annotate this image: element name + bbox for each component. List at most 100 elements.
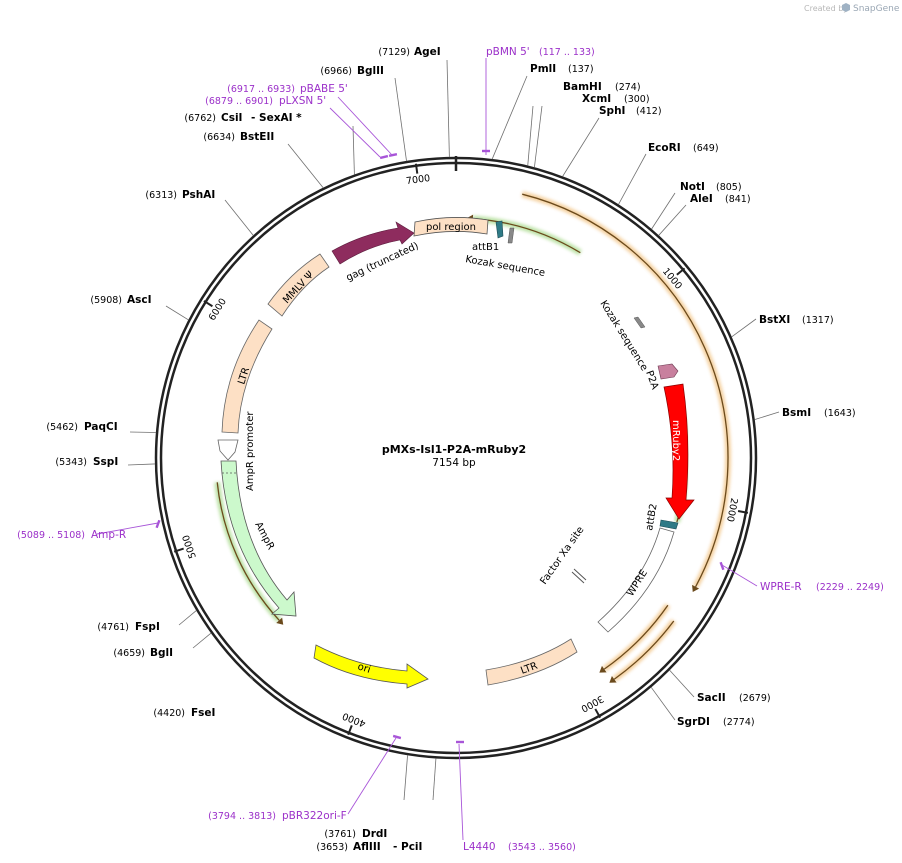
mruby2-label: mRuby2 [670, 420, 681, 461]
primer-plxsn5[interactable]: (6879 .. 6901)pLXSN 5' [205, 95, 326, 107]
primer-mark [379, 154, 389, 160]
svg-text:(805): (805) [716, 182, 742, 193]
feature-attb1: attB1 [472, 220, 504, 253]
site-pmli[interactable]: PmlI(137) [530, 63, 594, 75]
site-bstxi[interactable]: BstXI(1317) [759, 314, 834, 326]
tick-label: 5000 [181, 533, 199, 559]
primer-pbabe5[interactable]: (6917 .. 6933)pBABE 5' [227, 83, 348, 95]
ori-label: ori [356, 661, 372, 675]
orf-arc-orange-a [613, 620, 675, 680]
site-leader [165, 305, 189, 321]
primer-l4440[interactable]: L4440 (3543 .. 3560) [463, 841, 576, 853]
tick-mark [737, 510, 749, 514]
site-bglii[interactable]: (6966)BglII [320, 65, 384, 77]
site-leader [287, 143, 324, 189]
svg-text:(3794 .. 3813): (3794 .. 3813) [208, 811, 276, 822]
feature-ltr-left: LTR [221, 319, 273, 434]
svg-text:(6762): (6762) [184, 113, 216, 124]
site-fsei[interactable]: (4420) FseI [153, 707, 215, 719]
site-fspi[interactable]: (4761)FspI [97, 621, 159, 633]
tick-mark [203, 300, 213, 308]
primer-pbmn5[interactable]: pBMN 5' (117 .. 133) [486, 46, 595, 58]
kozak2-label: Kozak sequence [597, 299, 649, 373]
feature-ampr-promoter: AmpR promoter [217, 411, 256, 491]
svg-text:BstXI: BstXI [759, 314, 790, 326]
tick-label: 4000 [341, 710, 368, 729]
site-bsteii[interactable]: (6634)BstEII [203, 131, 274, 143]
site-paqci[interactable]: (5462)PaqCI [46, 421, 117, 433]
site-pshai[interactable]: (6313)PshAI [145, 189, 215, 201]
ltr-left-label: LTR [236, 366, 252, 386]
tick-mark [414, 163, 419, 174]
site-labels: (7129)AgeI (6966)BglII (6762)CsiI- SexAI… [46, 46, 855, 853]
svg-text:AscI: AscI [127, 294, 152, 306]
svg-text:pBR322ori-F: pBR322ori-F [282, 810, 347, 822]
feature-attb2: attB2 [644, 503, 679, 532]
site-xcmi[interactable]: XcmI(300) [582, 93, 650, 105]
svg-text:(2774): (2774) [723, 717, 755, 728]
svg-text:pBMN 5': pBMN 5' [486, 46, 530, 58]
tick-mark [347, 725, 353, 736]
svg-text:DrdI: DrdI [362, 828, 387, 840]
site-ecori[interactable]: EcoRI(649) [648, 142, 719, 154]
tick-label: 7000 [405, 173, 430, 187]
primer-mark [392, 734, 402, 740]
svg-text:BamHI: BamHI [563, 81, 602, 93]
site-sgrdi[interactable]: SgrDI(2774) [677, 716, 755, 728]
site-leader [446, 59, 450, 158]
svg-text:(841): (841) [725, 194, 751, 205]
site-noti[interactable]: NotI(805) [680, 181, 742, 193]
site-sacii[interactable]: SacII(2679) [697, 692, 771, 704]
svg-text:PaqCI: PaqCI [84, 421, 118, 433]
svg-text:L4440: L4440 [463, 841, 496, 853]
orf-arc-orange-b-arrowhead [599, 665, 607, 673]
svg-text:(6313): (6313) [145, 190, 177, 201]
site-alei[interactable]: AleI (841) [690, 193, 751, 205]
primer-ampr[interactable]: (5089 .. 5108)Amp-R [17, 529, 126, 541]
primer-pbr322ori-f[interactable]: (3794 .. 3813) pBR322ori-F [208, 810, 347, 822]
svg-text:(5343): (5343) [55, 457, 87, 468]
site-bsmi[interactable]: BsmI (1643) [782, 407, 856, 419]
site-sphi[interactable]: SphI(412) [599, 105, 662, 117]
site-agei[interactable]: (7129)AgeI [378, 46, 440, 58]
svg-text:(3543 .. 3560): (3543 .. 3560) [508, 842, 576, 853]
site-sspi[interactable]: (5343)SspI [55, 456, 118, 468]
orf-arc-orange-long [522, 193, 729, 588]
site-csii[interactable]: (6762)CsiI- SexAI * [184, 112, 302, 124]
site-bamhi[interactable]: BamHI (274) [563, 81, 641, 93]
primer-wpre-r[interactable]: WPRE-R(2229 .. 2249) [760, 581, 884, 593]
site-leader [403, 755, 408, 801]
primer-mark [482, 149, 490, 153]
svg-text:(4659): (4659) [113, 648, 145, 659]
feature-mruby2: mRuby2 [663, 383, 695, 520]
site-drdi[interactable]: (3761)DrdI [324, 828, 387, 840]
site-afliii[interactable]: (3653)AflIII- PciI [316, 841, 422, 853]
svg-text:AleI: AleI [690, 193, 713, 205]
site-leader [618, 153, 647, 205]
svg-text:BstEII: BstEII [240, 131, 274, 143]
svg-text:(274): (274) [615, 82, 641, 93]
leader-lines [96, 58, 780, 841]
site-leader [249, 675, 254, 681]
site-leader [650, 686, 676, 721]
svg-text:(4420): (4420) [153, 708, 185, 719]
site-leader [192, 632, 212, 649]
svg-text:(649): (649) [693, 143, 719, 154]
svg-text:(1643): (1643) [824, 408, 856, 419]
orf-arc-green-left-arrowhead [276, 617, 284, 625]
svg-text:pBABE 5': pBABE 5' [300, 83, 348, 95]
svg-text:FseI: FseI [191, 707, 215, 719]
pol-region-label: pol region [426, 222, 476, 233]
svg-text:BglII: BglII [357, 65, 384, 77]
svg-text:(300): (300) [624, 94, 650, 105]
svg-text:AgeI: AgeI [414, 46, 441, 58]
svg-text:(117 .. 133): (117 .. 133) [539, 47, 595, 58]
primer-labels: pBMN 5' (117 .. 133) (6917 .. 6933)pBABE … [17, 46, 884, 853]
svg-text:CsiI: CsiI [221, 112, 242, 124]
svg-text:- PciI: - PciI [393, 841, 422, 853]
site-leader [669, 669, 695, 698]
site-bgli[interactable]: (4659)BglI [113, 647, 173, 659]
svg-text:BsmI: BsmI [782, 407, 811, 419]
tick-label: 3000 [579, 693, 605, 714]
site-asci[interactable]: (5908)AscI [90, 294, 151, 306]
